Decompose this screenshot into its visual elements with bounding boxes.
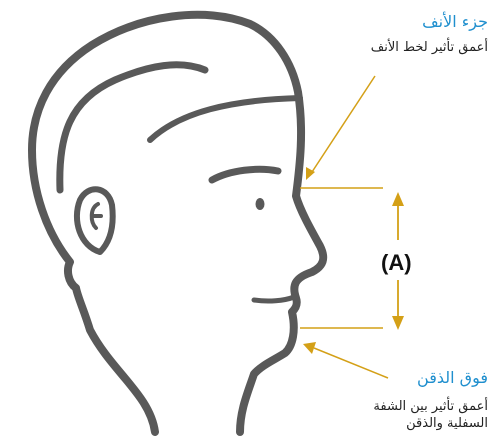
ear-inner	[92, 204, 101, 228]
leader-line-chin	[314, 348, 388, 378]
dimension-label: (A)	[381, 250, 412, 276]
dimension-arrowhead-up	[392, 192, 404, 206]
ear	[77, 189, 113, 252]
chin-label-heading: فوق الذقن	[417, 368, 488, 387]
nose-label-description: أعمق تأثير لخط الأنف	[371, 40, 488, 55]
mouth	[254, 297, 294, 301]
chin-label-description-line2: السفلية والذقن	[406, 416, 488, 431]
leader-line-nose	[312, 76, 375, 172]
chin-label-description-line1: أعمق تأثير بين الشفة	[373, 399, 488, 414]
hairline	[60, 65, 205, 190]
eyebrow	[212, 169, 278, 180]
hair-top-line	[150, 98, 300, 140]
dimension-arrowhead-down	[392, 316, 404, 330]
eye	[256, 198, 265, 210]
nose-label-heading: جزء الأنف	[422, 12, 488, 31]
